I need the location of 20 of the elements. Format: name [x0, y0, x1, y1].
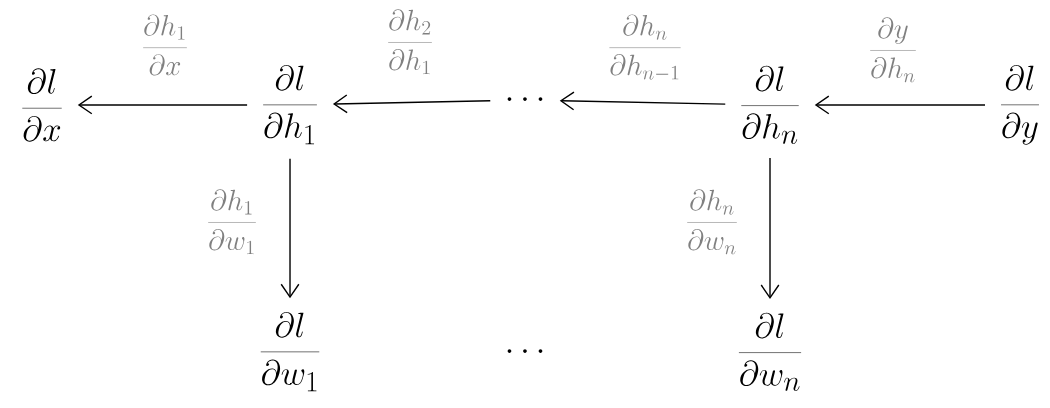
gradient-term: $\frac{\partial l}{\partial h_1}$ — [263, 64, 317, 145]
gradient-term: $\frac{\partial l}{\partial w_1}$ — [260, 311, 320, 392]
arrow — [814, 95, 986, 115]
arrow — [280, 157, 300, 299]
edge-label: $\frac{\partial h_n}{\partial h_{n-1}}$ — [609, 14, 681, 80]
edge-label: $\frac{\partial y}{\partial h_n}$ — [870, 17, 916, 83]
ellipsis: $\cdots$ — [507, 97, 543, 101]
edge-label: $\frac{\partial h_1}{\partial w_1}$ — [208, 189, 256, 255]
arrow — [77, 95, 248, 115]
gradient-term: $\frac{\partial l}{\partial w_n}$ — [738, 312, 802, 391]
arrow — [332, 94, 491, 114]
edge-label: $\frac{\partial h_n}{\partial w_n}$ — [687, 189, 737, 255]
gradient-term: $\frac{\partial l}{\partial y}$ — [1001, 64, 1039, 145]
gradient-term: $\frac{\partial l}{\partial h_n}$ — [741, 65, 799, 144]
arrow — [559, 91, 726, 111]
arrow — [760, 157, 780, 300]
edge-label: $\frac{\partial h_1}{\partial x}$ — [143, 14, 187, 76]
gradient-term: $\frac{\partial l}{\partial x}$ — [22, 68, 62, 142]
edge-label: $\frac{\partial h_2}{\partial h_1}$ — [388, 9, 432, 75]
ellipsis: $\cdots$ — [507, 349, 543, 353]
